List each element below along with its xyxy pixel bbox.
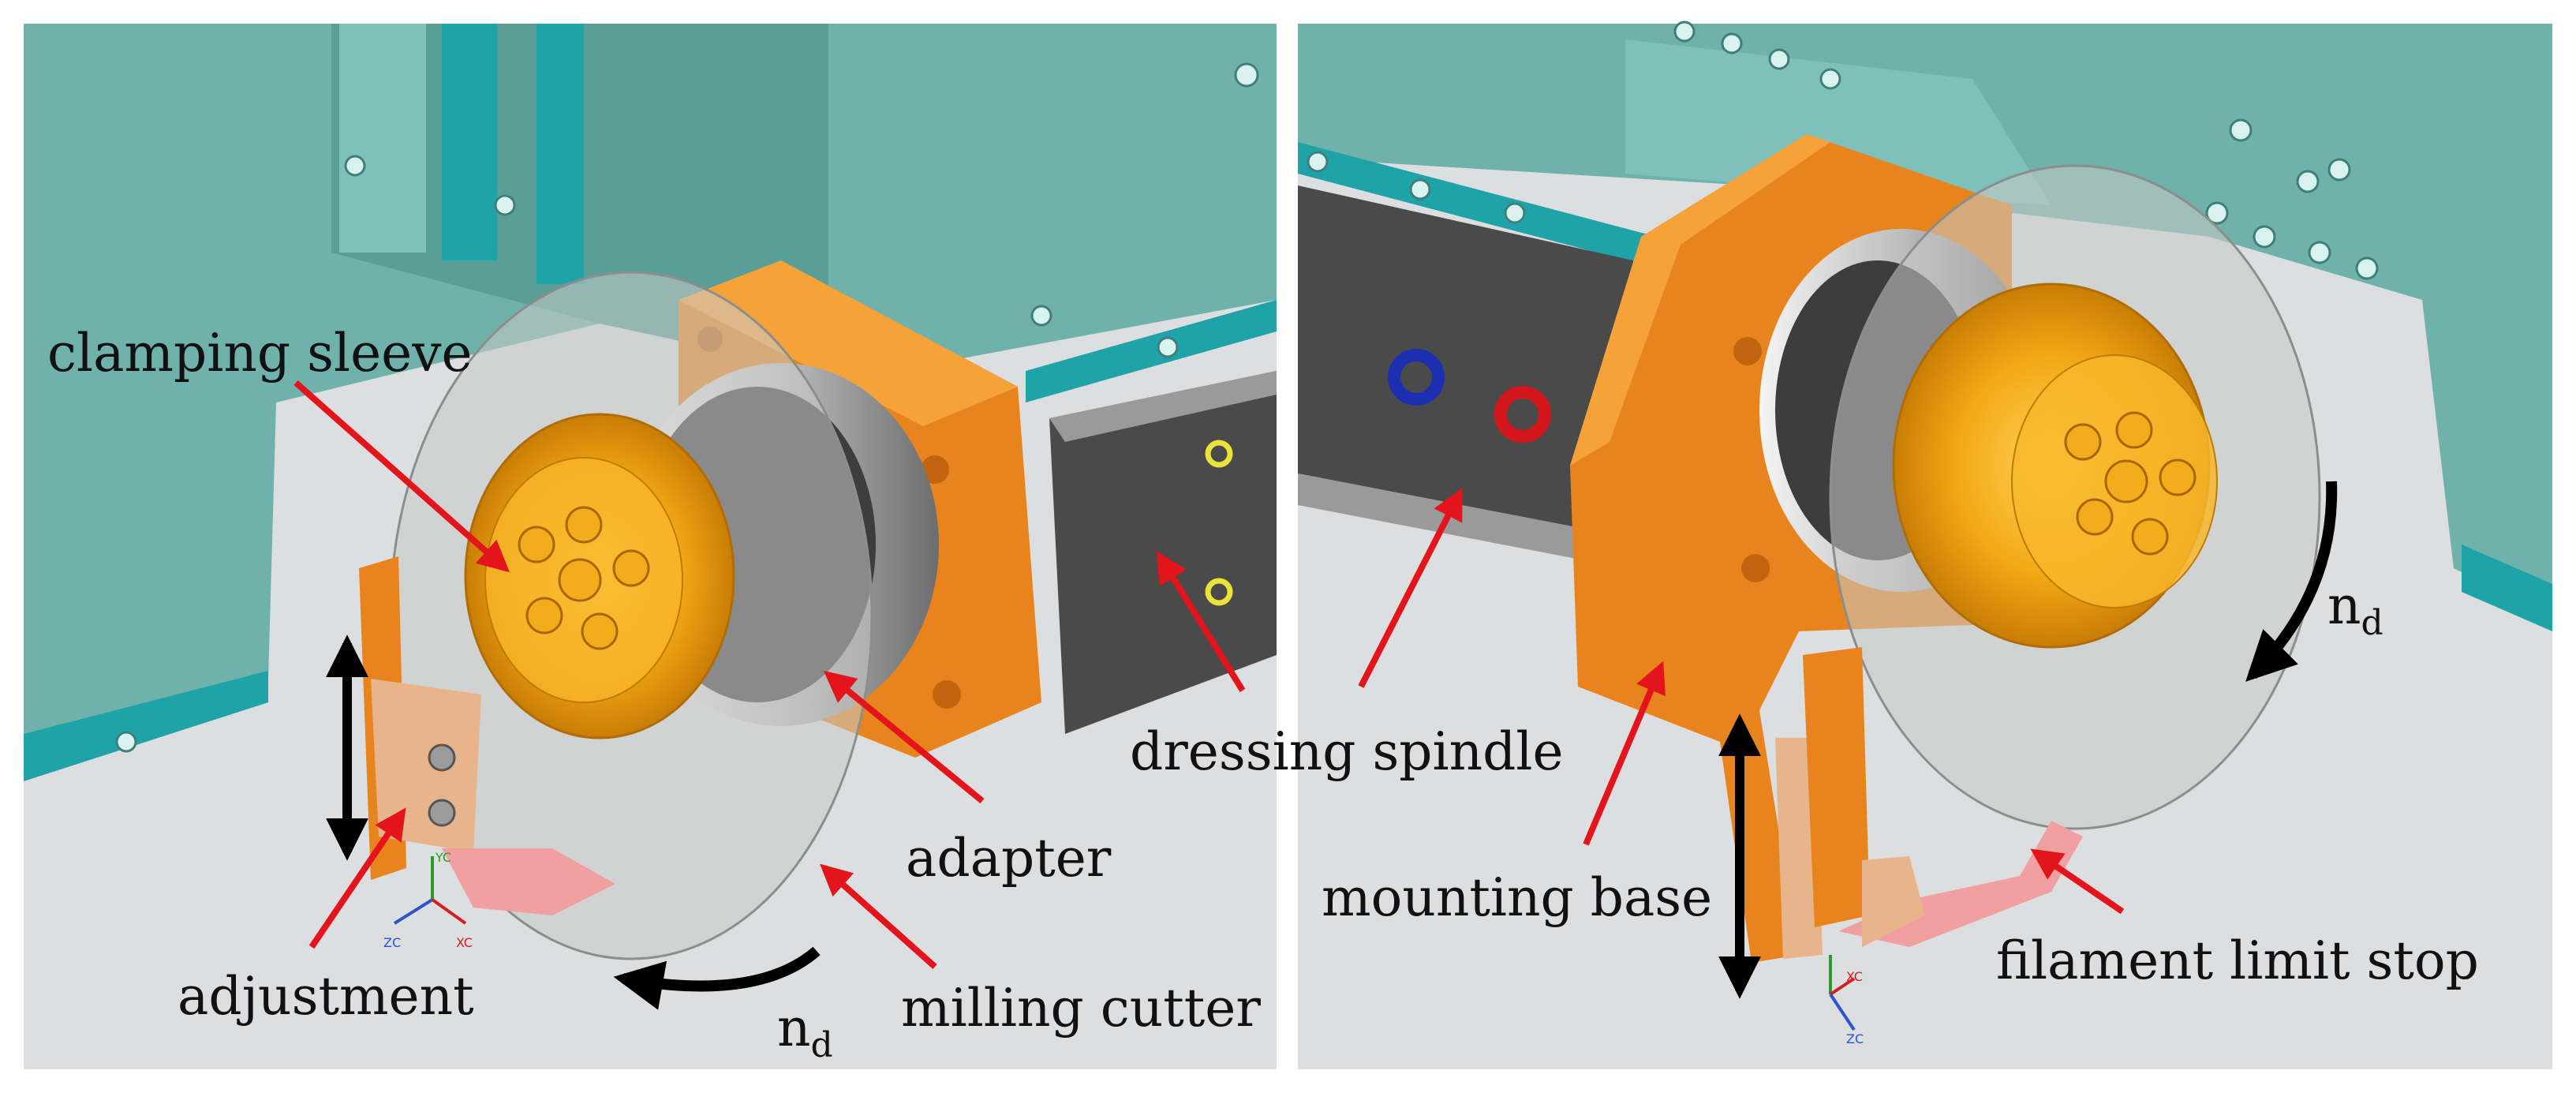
left-slide-1 bbox=[442, 24, 497, 260]
arrow-adjustment bbox=[308, 807, 406, 949]
right-blue-port bbox=[1388, 349, 1445, 406]
right-red-port bbox=[1494, 386, 1551, 443]
right-machine-housing bbox=[1298, 24, 2552, 616]
arrow-dressing-spindle bbox=[1156, 551, 1246, 693]
left-rotation-arrow bbox=[613, 946, 821, 1010]
arrow-dressing-spindle-right bbox=[1358, 487, 1463, 688]
left-spindle-block-top bbox=[1049, 371, 1277, 442]
left-axis-y-label: YC bbox=[435, 850, 451, 865]
label-dressing-spindle: dressing spindle bbox=[1130, 721, 1564, 782]
left-axis-x-label: XC bbox=[456, 935, 473, 950]
right-screw-holes bbox=[1307, 21, 2379, 280]
left-axis-triad: YC ZC XC bbox=[383, 850, 473, 950]
right-rotation-subscript: d bbox=[2361, 603, 2383, 643]
left-panel: YC ZC XC bbox=[24, 24, 1277, 1069]
left-teal-rail bbox=[24, 671, 268, 781]
left-yellow-port-2 bbox=[1205, 578, 1233, 606]
right-bracket-arm bbox=[1803, 647, 1870, 927]
arrow-adapter bbox=[823, 670, 985, 804]
left-adjustment-screw-1 bbox=[428, 743, 456, 772]
right-teal-rail-right bbox=[2462, 545, 2552, 631]
right-housing-front bbox=[1625, 39, 2051, 205]
left-slide-2 bbox=[537, 24, 584, 284]
right-label-arrows bbox=[1358, 487, 2125, 915]
right-base-bolts bbox=[1733, 337, 1770, 582]
left-filament-stop bbox=[442, 848, 615, 915]
label-milling-cutter: milling cutter bbox=[901, 978, 1261, 1039]
label-right-rotation: nd bbox=[2327, 575, 2383, 643]
left-adjustment-screw-2 bbox=[428, 799, 456, 827]
left-teal-rail-right bbox=[1026, 300, 1277, 402]
right-rotation-arrow bbox=[2245, 481, 2338, 682]
arrow-filament-limit-stop bbox=[2030, 848, 2125, 915]
right-teal-rail bbox=[1298, 142, 1657, 268]
left-adapter-plate-top bbox=[679, 260, 1018, 426]
arrow-mounting-base bbox=[1583, 661, 1666, 846]
right-axis-triad: XC ZC bbox=[1829, 955, 1864, 1046]
right-panel: XC ZC bbox=[1298, 21, 2552, 1069]
left-adjustment-slide bbox=[371, 679, 481, 852]
label-adapter: adapter bbox=[906, 828, 1112, 889]
panel-divider bbox=[1277, 0, 1298, 1093]
label-adjustment: adjustment bbox=[178, 966, 474, 1027]
label-mounting-base: mounting base bbox=[1322, 867, 1712, 928]
labels: clamping sleeve dressing spindle adapter… bbox=[47, 323, 2479, 1065]
left-axis-z-label: ZC bbox=[383, 935, 401, 950]
right-mounting-base-edge bbox=[1570, 134, 1830, 466]
left-rotation-symbol: n bbox=[777, 998, 811, 1058]
left-label-arrows bbox=[293, 380, 1246, 969]
right-rotation-symbol: n bbox=[2327, 575, 2361, 636]
label-filament-limit-stop: filament limit stop bbox=[1996, 930, 2479, 991]
label-clamping-sleeve: clamping sleeve bbox=[47, 323, 473, 384]
right-spindle-block bbox=[1298, 185, 1633, 537]
arrow-milling-cutter bbox=[820, 863, 937, 969]
left-rotation-subscript: d bbox=[811, 1025, 833, 1065]
right-axis-x-label: XC bbox=[1846, 969, 1863, 984]
arrow-clamping-sleeve bbox=[293, 380, 510, 573]
left-sleeve-holes bbox=[518, 506, 650, 650]
label-left-rotation: nd bbox=[777, 998, 833, 1065]
left-yellow-port-1 bbox=[1205, 440, 1233, 468]
left-slide-3 bbox=[339, 24, 426, 253]
right-sleeve-holes bbox=[2064, 411, 2197, 556]
left-screw-holes bbox=[115, 62, 1259, 753]
right-axis-z-label: ZC bbox=[1846, 1031, 1864, 1046]
right-stop-plate bbox=[1862, 856, 1925, 947]
